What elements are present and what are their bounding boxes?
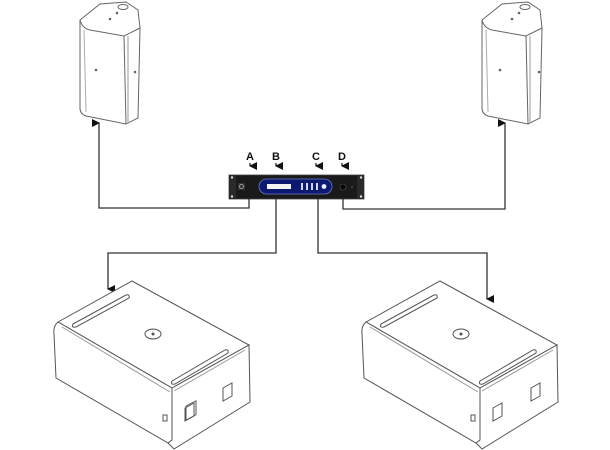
label-b: B	[272, 151, 280, 163]
cables	[92, 119, 506, 303]
label-arrows	[249, 162, 349, 170]
bottom-right-subwoofer	[361, 280, 559, 450]
bottom-left-subwoofer	[53, 280, 251, 450]
label-d: D	[338, 151, 346, 163]
rack-processor	[228, 174, 365, 200]
top-right-speaker	[481, 1, 543, 125]
label-a: A	[246, 151, 254, 163]
top-left-speaker	[79, 1, 141, 125]
label-c: C	[312, 151, 320, 163]
